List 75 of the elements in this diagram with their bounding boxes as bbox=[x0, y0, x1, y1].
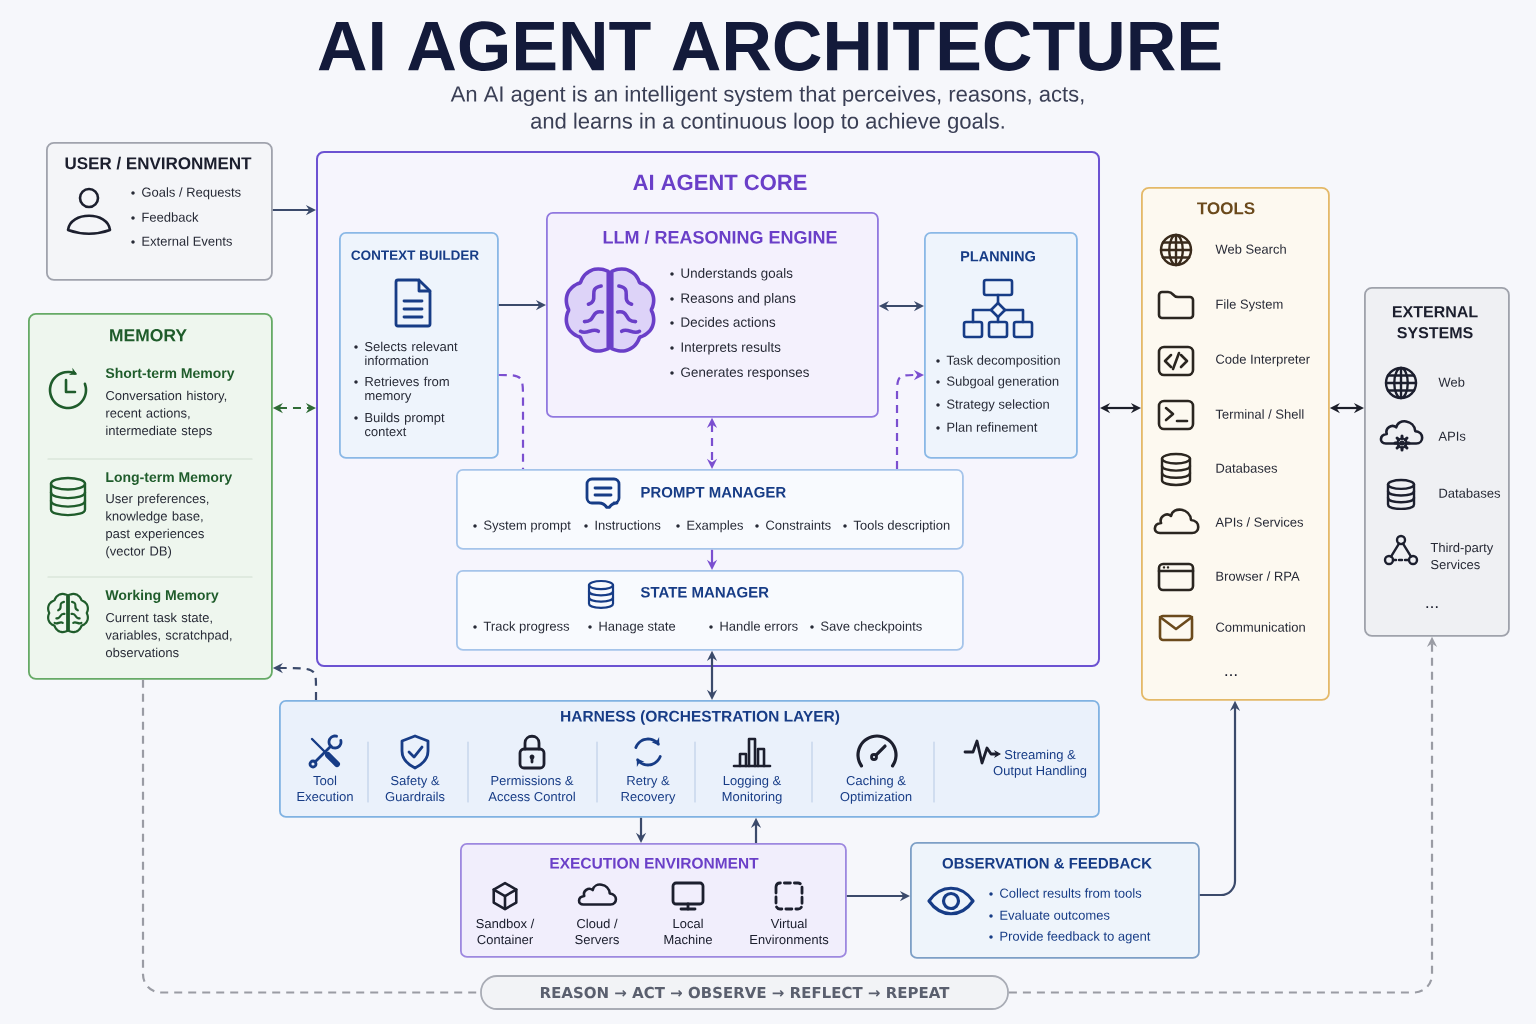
pill-label: REASON → ACT → OBSERVE → REFLECT → REPEAT bbox=[480, 975, 1009, 1010]
list-item: Examples bbox=[687, 520, 743, 533]
heading: PROMPT MANAGER bbox=[641, 486, 786, 498]
item-label: Browser / RPA bbox=[1216, 571, 1300, 581]
item-label: Safety & Guardrails bbox=[385, 775, 445, 802]
subtitle: An AI agent is an intelligent system that perceives, reasons, acts, and learns in a continuous loop to achieve goals. bbox=[450, 85, 1084, 134]
list-item: Evaluate outcomes bbox=[1000, 910, 1110, 920]
description: Current task state, variables, scratchpad, observations bbox=[105, 612, 232, 658]
list-item: Subgoal generation bbox=[947, 376, 1059, 389]
list-item: System prompt bbox=[484, 520, 571, 533]
item-label: Cloud / Servers bbox=[575, 918, 619, 945]
item-label: Third-party Services bbox=[1430, 542, 1494, 570]
item-label: APIs bbox=[1438, 431, 1466, 441]
list-item: Selects relevant information bbox=[365, 341, 458, 366]
list-item: Plan refinement bbox=[947, 422, 1038, 432]
heading: MEMORY bbox=[110, 329, 187, 342]
heading: LLM / REASONING ENGINE bbox=[603, 230, 837, 244]
item-label: Databases bbox=[1216, 463, 1278, 473]
list-item: Strategy selection bbox=[947, 399, 1049, 412]
item-label: Code Interpreter bbox=[1216, 354, 1310, 367]
item-label: Retry & Recovery bbox=[621, 776, 676, 804]
list-item: Provide feedback to agent bbox=[1000, 931, 1151, 944]
heading: AI AGENT CORE bbox=[633, 174, 807, 191]
item-label: Permissions & Access Control bbox=[488, 775, 575, 802]
heading: EXECUTION ENVIRONMENT bbox=[550, 857, 759, 869]
item-label: Virtual Environments bbox=[750, 918, 829, 945]
subheading: Short-term Memory bbox=[105, 367, 235, 381]
list-item: Understands goals bbox=[681, 268, 793, 281]
list-item: Tools description bbox=[853, 520, 950, 533]
list-item: Decides actions bbox=[681, 317, 776, 327]
item-label: Local Machine bbox=[664, 918, 712, 945]
dashed-line bbox=[498, 373, 525, 469]
heading: STATE MANAGER bbox=[640, 586, 769, 598]
item-label: Databases bbox=[1439, 488, 1501, 498]
heading: TOOLS bbox=[1197, 202, 1255, 215]
heading: PLANNING bbox=[961, 251, 1035, 262]
list-item: Task decomposition bbox=[946, 355, 1060, 368]
list-item: External Events bbox=[142, 236, 232, 246]
heading: HARNESS (ORCHESTRATION LAYER) bbox=[561, 710, 840, 725]
list-item: Feedback bbox=[142, 212, 199, 222]
list-item: Instructions bbox=[595, 520, 661, 530]
list-item: Interprets results bbox=[681, 342, 781, 355]
list-item: Reasons and plans bbox=[681, 293, 796, 306]
list-item: Handle errors bbox=[720, 621, 798, 631]
description: User preferences, knowledge base, past experiences (vector DB) bbox=[106, 493, 209, 559]
list-item: Hanage state bbox=[599, 621, 676, 634]
item-label: Communication bbox=[1216, 622, 1305, 632]
heading: CONTEXT BUILDER bbox=[351, 250, 479, 260]
list-item: Retrieves from memory bbox=[365, 376, 449, 403]
subheading: Long-term Memory bbox=[106, 472, 233, 485]
list-item: Goals / Requests bbox=[142, 187, 241, 200]
heading: USER / ENVIRONMENT bbox=[65, 156, 252, 170]
title: AI AGENT ARCHITECTURE bbox=[318, 21, 1221, 71]
list-item: Constraints bbox=[766, 520, 831, 530]
ellipsis: ... bbox=[1225, 674, 1237, 676]
list-item: Builds prompt context bbox=[364, 412, 445, 437]
list-item: Generates responses bbox=[681, 367, 809, 380]
item-label: APIs / Services bbox=[1215, 517, 1304, 527]
list-item: Collect results from tools bbox=[1000, 888, 1142, 898]
list-item: Track progress bbox=[483, 621, 570, 634]
heading: EXTERNAL SYSTEMS bbox=[1392, 306, 1478, 339]
item-label: Web bbox=[1438, 377, 1465, 387]
item-label: Caching & Optimization bbox=[840, 775, 912, 804]
item-label: Web Search bbox=[1215, 244, 1286, 254]
heading: OBSERVATION & FEEDBACK bbox=[942, 857, 1152, 869]
subheading: Working Memory bbox=[105, 589, 219, 603]
list-item: Save checkpoints bbox=[821, 621, 922, 634]
ellipsis: ... bbox=[1426, 606, 1438, 608]
description: Conversation history, recent actions, intermediate steps bbox=[106, 390, 227, 438]
item-label: Sandbox / Container bbox=[476, 918, 535, 945]
item-label: File System bbox=[1216, 299, 1283, 312]
item-label: Streaming & Output Handling bbox=[993, 749, 1087, 778]
item-label: Terminal / Shell bbox=[1215, 409, 1304, 419]
item-label: Tool Execution bbox=[297, 775, 353, 802]
item-label: Logging & Monitoring bbox=[722, 775, 782, 804]
